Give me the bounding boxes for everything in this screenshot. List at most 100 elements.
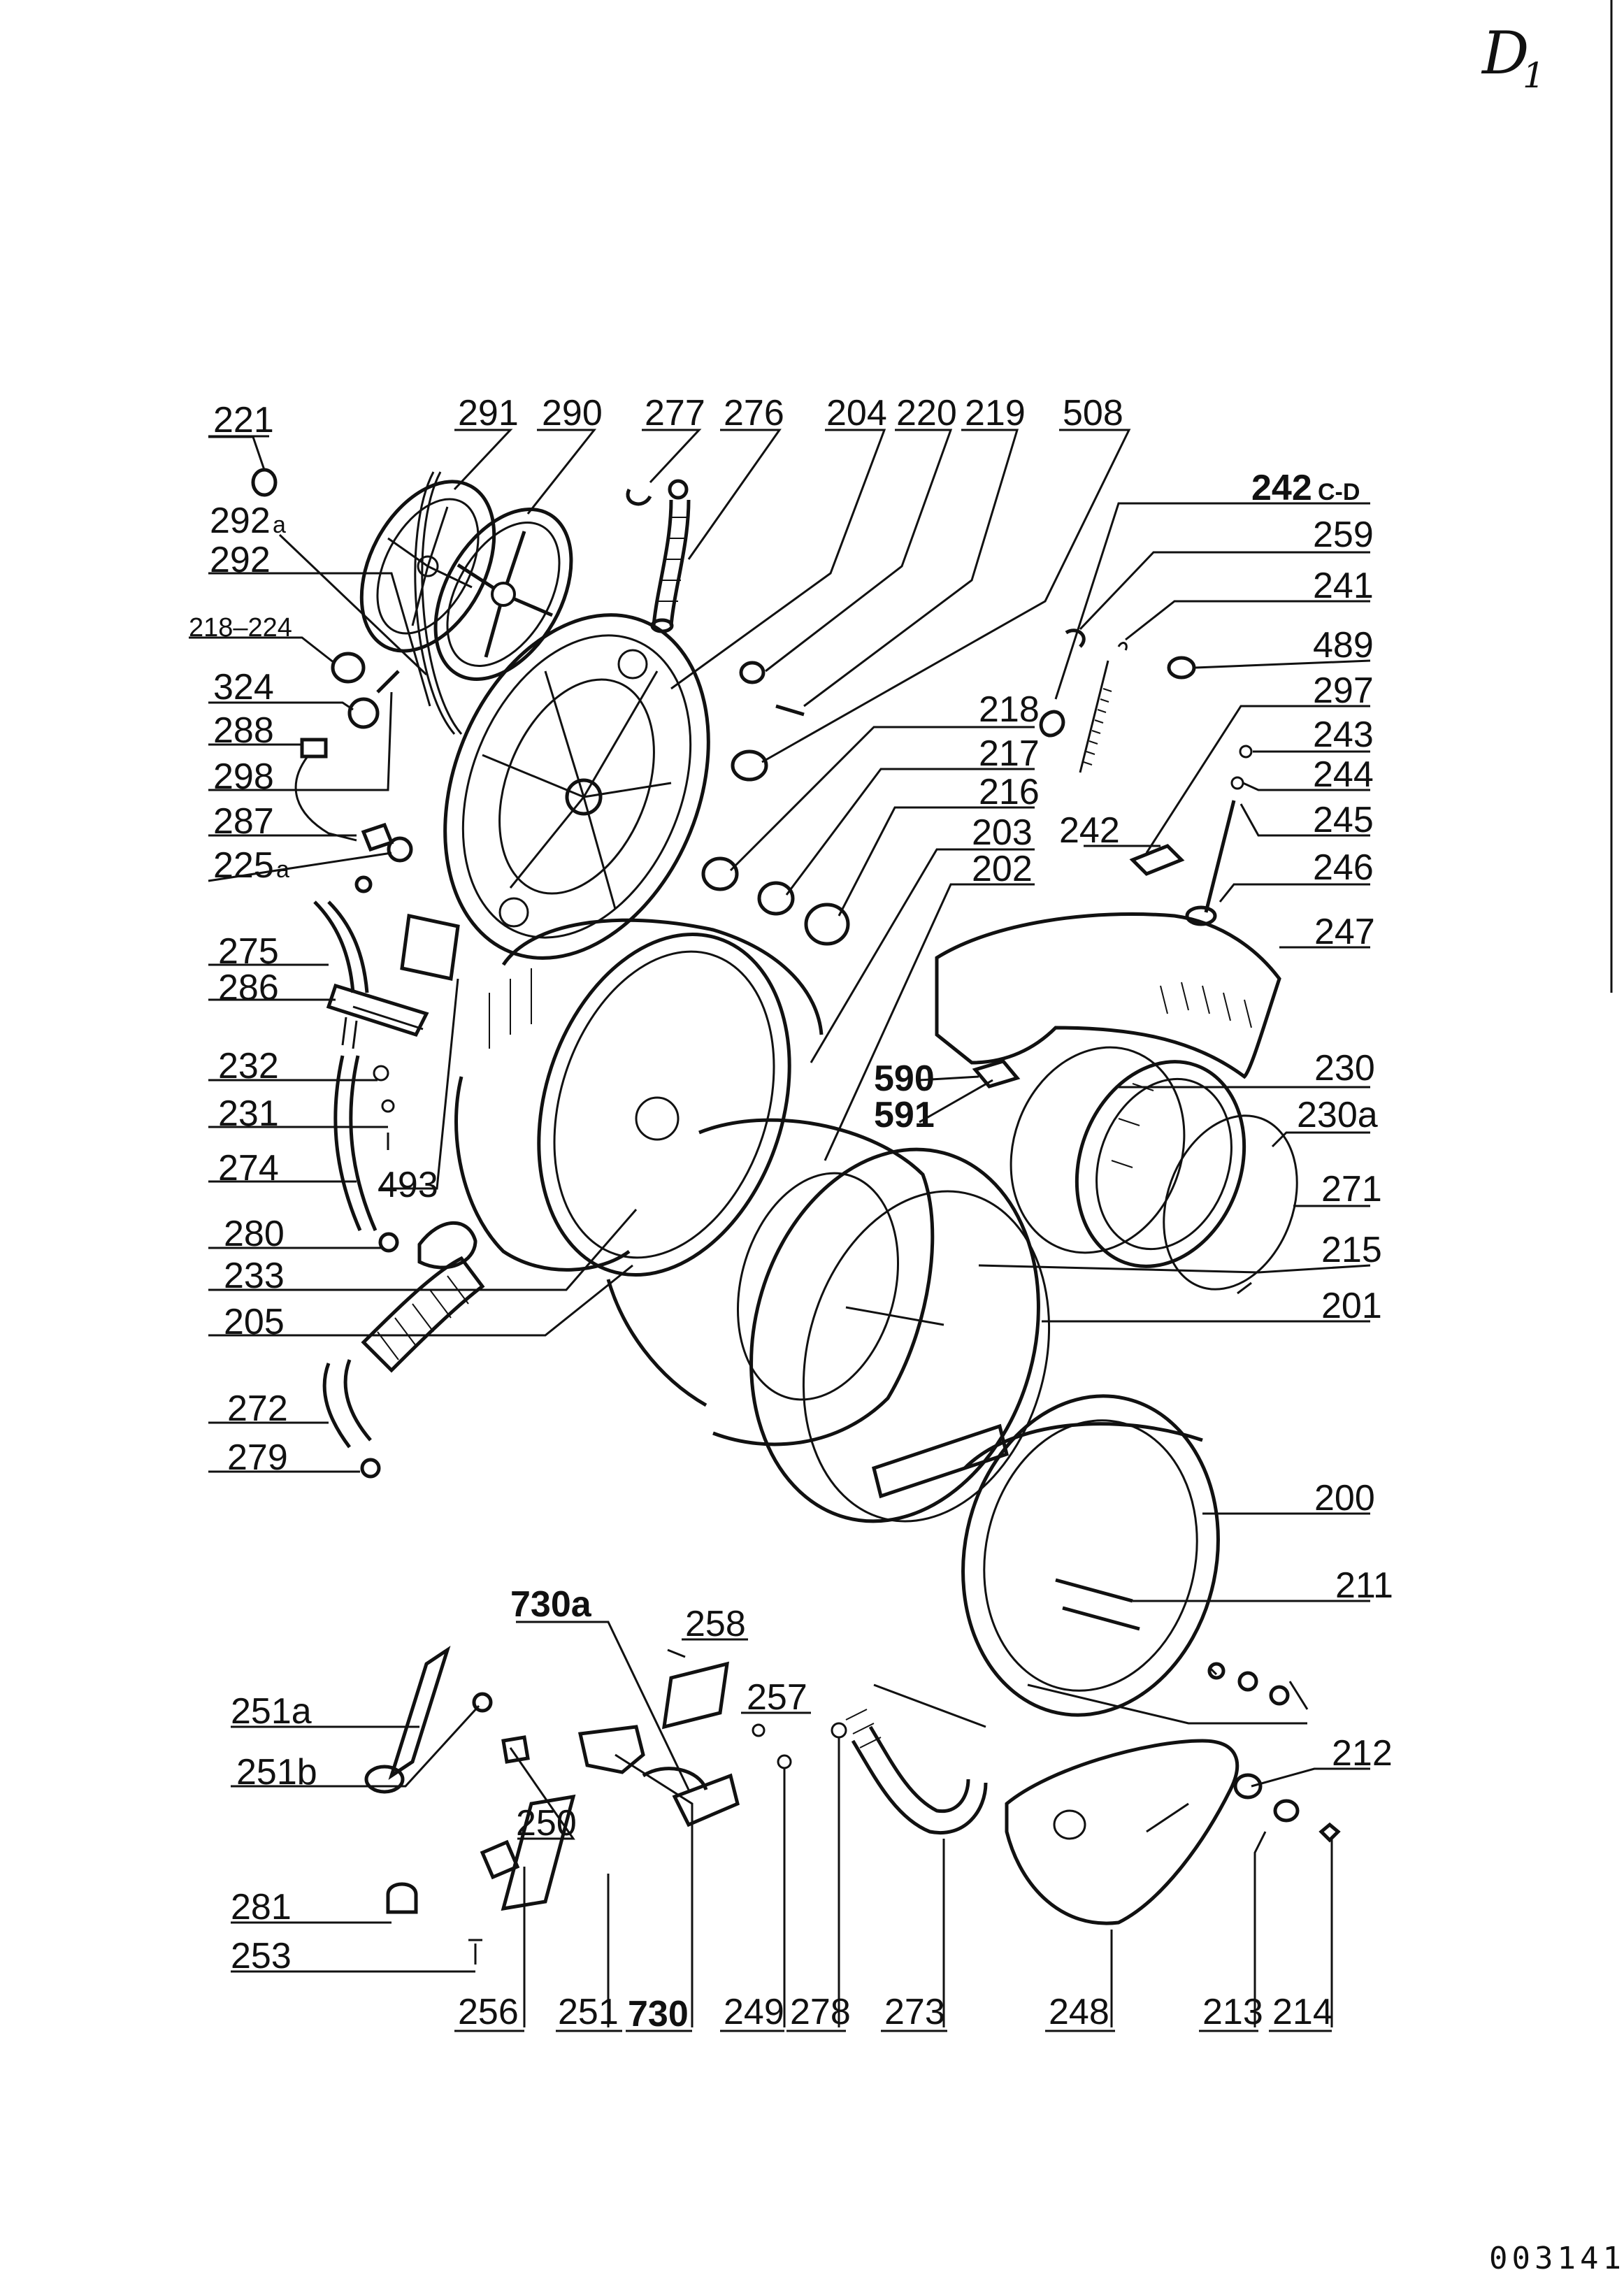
part-493-bracket (400, 913, 460, 982)
label-248: 248 (1049, 1992, 1109, 2032)
label-205: 205 (224, 1302, 285, 1342)
label-221: 221 (213, 400, 274, 440)
label-273: 273 (884, 1992, 945, 2032)
part-280-clamp (378, 1232, 399, 1253)
part-290-pulley (433, 508, 573, 681)
label-230: 230 (1314, 1048, 1375, 1089)
label-219: 219 (965, 393, 1026, 433)
label-220: 220 (896, 393, 957, 433)
part-281-cap (386, 1882, 418, 1914)
label-291: 291 (458, 393, 519, 433)
part-215-clip (1237, 1281, 1252, 1295)
part-241-hook (1117, 642, 1128, 651)
part-279-clamp (360, 1458, 381, 1479)
label-201: 201 (1321, 1286, 1382, 1326)
label-256: 256 (458, 1992, 519, 2032)
label-246: 246 (1313, 847, 1374, 888)
sheet-corner-label-sub: 1 (1523, 55, 1545, 96)
label-214: 214 (1272, 1992, 1333, 2032)
label-204: 204 (826, 393, 887, 433)
part-211-bolts (1055, 1578, 1140, 1631)
label-287: 287 (213, 801, 274, 842)
label-292a: 292 (210, 501, 271, 541)
label-233: 233 (224, 1256, 285, 1296)
part-213-washer (1273, 1799, 1300, 1823)
part-244-washer (1230, 776, 1244, 790)
part-275-hose (313, 900, 355, 993)
part-221-knob (251, 468, 278, 497)
part-201-tub-front (749, 1147, 1051, 1523)
part-259-clip (1065, 629, 1086, 648)
part-250-pad (501, 1735, 530, 1764)
part-248-counterweight (1005, 1739, 1239, 1925)
label-245: 245 (1313, 800, 1374, 840)
part-233-fitting (417, 1221, 477, 1270)
label-225a-sub: a (276, 856, 289, 883)
label-258: 258 (685, 1604, 746, 1644)
label-203: 203 (972, 812, 1033, 853)
part-251a-bar (388, 1645, 451, 1781)
label-253: 253 (231, 1936, 292, 1976)
part-202-tub-rear (606, 1118, 935, 1446)
part-205-bellows (361, 1256, 485, 1373)
label-298: 298 (213, 756, 274, 797)
label-278: 278 (790, 1992, 851, 2032)
part-200-front-ring (961, 1394, 1220, 1717)
part-216-seal (804, 903, 850, 946)
label-324: 324 (213, 667, 274, 708)
part-230-door-seal (1009, 1046, 1246, 1268)
label-218: 218 (979, 689, 1040, 730)
label-218-224: 218–224 (189, 613, 292, 642)
label-244: 244 (1313, 754, 1374, 795)
label-247: 247 (1314, 912, 1375, 952)
label-281: 281 (231, 1887, 292, 1927)
part-277-clip (626, 488, 652, 506)
label-241: 241 (1313, 566, 1374, 606)
label-590: 590 (874, 1058, 935, 1099)
label-489: 489 (1313, 625, 1374, 666)
part-245-rod (1204, 800, 1236, 913)
document-number: 003141 (1489, 2241, 1624, 2276)
part-273-drain-hose (845, 1709, 988, 1834)
part-278-clamp (831, 1722, 847, 1739)
part-292-belt (414, 471, 456, 735)
part-258-screw (667, 1649, 686, 1658)
label-251b: 251b (236, 1752, 317, 1793)
label-243: 243 (1313, 714, 1374, 755)
part-257-plate (661, 1661, 730, 1730)
part-220-bush (739, 661, 766, 684)
label-215: 215 (1321, 1230, 1382, 1270)
label-290: 290 (542, 393, 603, 433)
label-230a: 230a (1297, 1095, 1378, 1135)
part-247-counterweight (935, 912, 1281, 1079)
part-730-bracket (672, 1773, 740, 1827)
part-730a-bracket (577, 1725, 645, 1774)
part-489-bush (1167, 656, 1196, 680)
part-324-sensor (347, 697, 380, 729)
part-286-heater (326, 983, 429, 1049)
part-253-screw (468, 1939, 482, 1965)
part-242-spring (1079, 660, 1112, 773)
label-225a: 225 (213, 845, 274, 886)
sheet-corner-label: D (1481, 19, 1529, 87)
label-288: 288 (213, 710, 274, 751)
label-232: 232 (218, 1046, 279, 1086)
part-274-hose (333, 1055, 362, 1232)
part-219-screw (775, 704, 805, 717)
part-256-clip (480, 1839, 520, 1880)
part-590-591-plate (972, 1059, 1021, 1089)
part-276-hose (650, 499, 691, 633)
label-259: 259 (1313, 515, 1374, 555)
label-242c-d-sub: C-D (1318, 479, 1360, 505)
part-508-seal (731, 749, 768, 782)
label-212: 212 (1332, 1733, 1393, 1774)
label-277: 277 (645, 393, 705, 433)
label-292a-sub: a (273, 512, 286, 538)
label-242: 242 (1059, 810, 1120, 851)
label-211: 211 (1335, 1565, 1393, 1606)
part-203-drum (454, 918, 824, 1277)
part-251-frame (501, 1794, 576, 1911)
part-212-washer (1233, 1773, 1263, 1800)
label-493: 493 (378, 1165, 438, 1205)
part-217-bearing (757, 881, 795, 916)
